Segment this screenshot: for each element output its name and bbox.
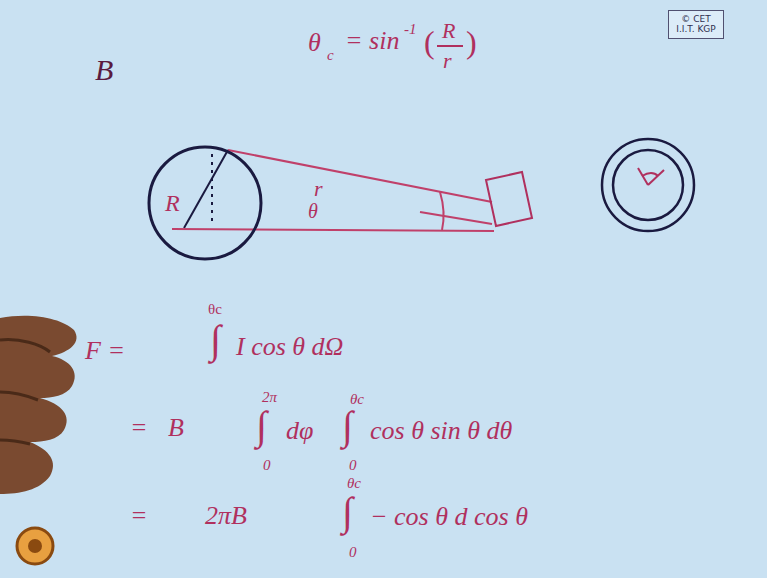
- copyright-box: © CET I.I.T. KGP: [668, 10, 724, 39]
- math-text: ∫: [210, 320, 221, 360]
- copyright-text: © CET I.I.T. KGP: [673, 14, 719, 35]
- tangent-ray: [228, 150, 492, 202]
- math-text: θc: [350, 392, 364, 407]
- hand: [0, 316, 77, 494]
- inner-ring: [613, 150, 683, 220]
- axis-ray: [172, 229, 494, 231]
- detector: [486, 172, 532, 226]
- math-text: R: [442, 20, 455, 42]
- radius-label: R: [165, 191, 180, 215]
- math-text: 2πB: [205, 503, 247, 529]
- math-text: B: [95, 55, 113, 85]
- math-text: θ: [308, 201, 318, 221]
- math-text: θ: [308, 30, 321, 56]
- logo: [17, 528, 53, 564]
- math-text: ∫: [256, 406, 267, 446]
- math-text: ∫: [342, 492, 353, 532]
- math-text: F =: [85, 338, 125, 364]
- circle-outline: [147, 145, 263, 261]
- math-text: c: [327, 48, 334, 63]
- outer-ring: [602, 139, 694, 231]
- fraction-bar: [437, 45, 463, 47]
- math-text: =: [130, 415, 148, 441]
- math-text: 2π: [262, 390, 277, 405]
- math-text: (: [424, 26, 435, 58]
- radius-line: [184, 150, 228, 228]
- ring-arc: [642, 173, 658, 176]
- math-text: 0: [349, 545, 357, 560]
- math-text: θc: [208, 302, 222, 317]
- logo-center: [28, 539, 42, 553]
- sphere-circle: R: [147, 145, 263, 261]
- math-text: dφ: [286, 418, 313, 444]
- angle-arc: [440, 192, 444, 230]
- math-text: cos θ sin θ dθ: [370, 418, 512, 444]
- inner-ray: [420, 212, 492, 224]
- math-text: -1: [404, 22, 417, 37]
- math-text: 0: [349, 458, 357, 473]
- math-text: θc: [347, 476, 361, 491]
- math-text: r: [443, 50, 452, 72]
- dotted-line: [211, 154, 213, 226]
- math-text: =: [130, 503, 148, 529]
- math-text: = sin: [345, 28, 399, 54]
- math-text: − cos θ d cos θ: [370, 504, 528, 530]
- math-text: B: [168, 415, 184, 441]
- hand-shade: [0, 340, 50, 444]
- math-text: r: [314, 178, 323, 200]
- math-text: 0: [263, 458, 271, 473]
- math-text: ∫: [342, 406, 353, 446]
- math-text: ): [466, 26, 477, 58]
- math-text: I cos θ dΩ: [236, 334, 343, 360]
